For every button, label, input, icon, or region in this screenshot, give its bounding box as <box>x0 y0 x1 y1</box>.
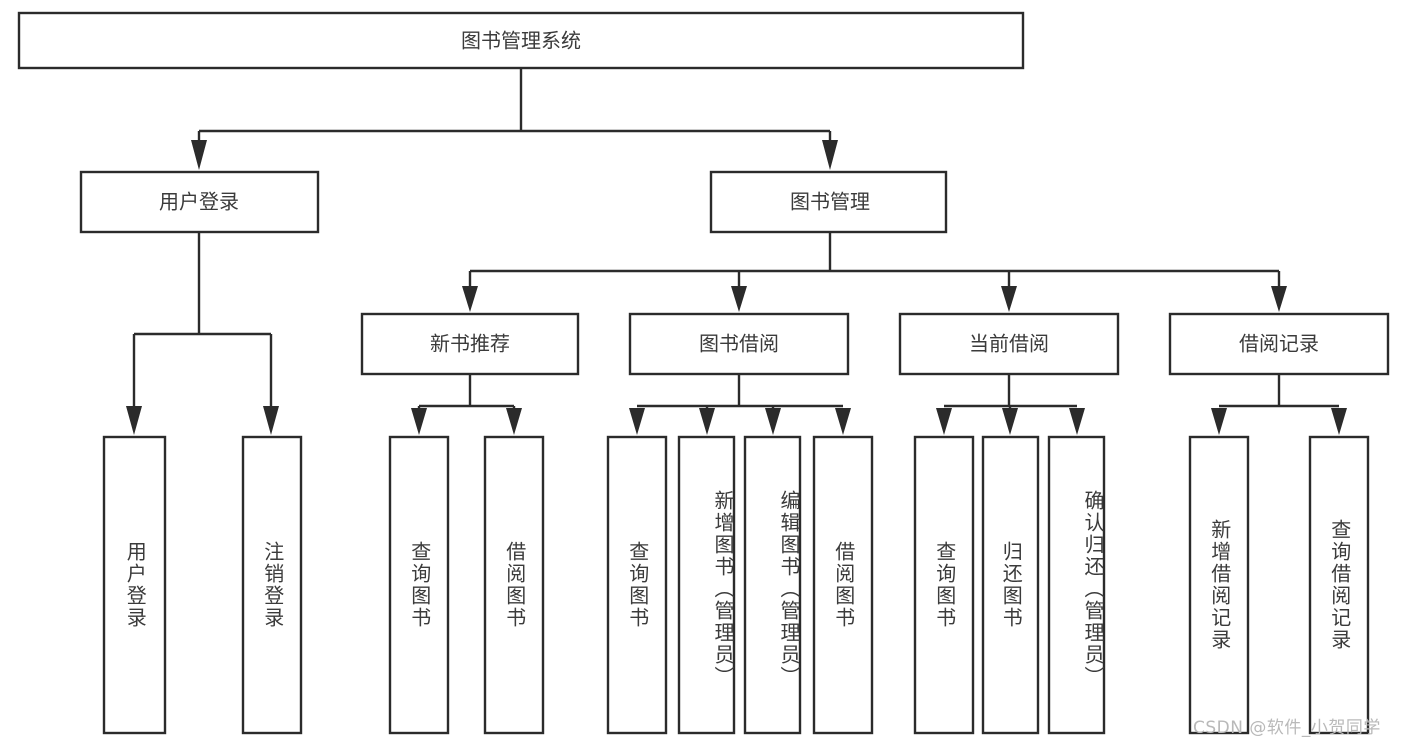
node-leaf-add-record[interactable] <box>1188 435 1250 735</box>
arrow-user-l1 <box>126 406 142 435</box>
edges-group <box>126 68 1347 435</box>
node-leaf-user-logout[interactable] <box>241 435 303 735</box>
node-current-borrow-label: 当前借阅 <box>969 332 1049 356</box>
node-leaf-query-book-2[interactable] <box>606 435 668 735</box>
node-borrow-record-label: 借阅记录 <box>1239 332 1319 356</box>
node-leaf-return-book[interactable] <box>981 435 1040 735</box>
node-leaf-add-book[interactable] <box>677 435 736 735</box>
node-leaf-query-book-1[interactable] <box>388 435 450 735</box>
node-leaf-user-login[interactable] <box>102 435 167 735</box>
arrow-current-l1 <box>936 408 952 435</box>
node-user-login-label: 用户登录 <box>159 190 239 214</box>
node-leaf-query-record[interactable] <box>1308 435 1370 735</box>
node-leaf-edit-book[interactable] <box>743 435 802 735</box>
arrow-current-l3 <box>1069 408 1085 435</box>
arrow-borrow-l2 <box>699 408 715 435</box>
arrow-record-l1 <box>1211 408 1227 435</box>
node-user-login[interactable] <box>79 170 320 234</box>
arrow-record-l2 <box>1331 408 1347 435</box>
arrow-borrow-l4 <box>835 408 851 435</box>
node-book-manage-label: 图书管理 <box>790 190 870 214</box>
node-leaf-query-book-3[interactable] <box>913 435 975 735</box>
node-new-book-recommend-label: 新书推荐 <box>430 332 510 356</box>
node-root[interactable] <box>17 11 1025 70</box>
arrow-user-l2 <box>263 406 279 435</box>
node-new-book-recommend[interactable] <box>360 312 580 376</box>
arrow-manage-c1 <box>462 286 478 312</box>
arrow-root-to-manage <box>822 140 838 170</box>
node-leaf-confirm-return[interactable] <box>1047 435 1106 735</box>
node-current-borrow[interactable] <box>898 312 1120 376</box>
arrow-recommend-l2 <box>506 408 522 435</box>
node-leaf-borrow-book-1[interactable] <box>483 435 545 735</box>
node-leaf-borrow-book-2[interactable] <box>812 435 874 735</box>
node-book-manage[interactable] <box>709 170 948 234</box>
arrow-manage-c3 <box>1001 286 1017 312</box>
arrow-current-l2 <box>1002 408 1018 435</box>
arrow-manage-c2 <box>731 286 747 312</box>
node-root-label: 图书管理系统 <box>461 29 581 53</box>
arrow-borrow-l1 <box>629 408 645 435</box>
watermark-text: CSDN @软件_小贺同学 <box>1193 718 1381 738</box>
arrow-manage-c4 <box>1271 286 1287 312</box>
arrow-root-to-user <box>191 140 207 170</box>
node-book-borrow[interactable] <box>628 312 850 376</box>
node-borrow-record[interactable] <box>1168 312 1390 376</box>
arrow-recommend-l1 <box>411 408 427 435</box>
arrow-borrow-l3 <box>765 408 781 435</box>
nodes-group: 图书管理系统 用户登录 图书管理 新书推荐 图书借阅 当前借阅 借阅记录 <box>17 11 1390 735</box>
node-book-borrow-label: 图书借阅 <box>699 332 779 356</box>
